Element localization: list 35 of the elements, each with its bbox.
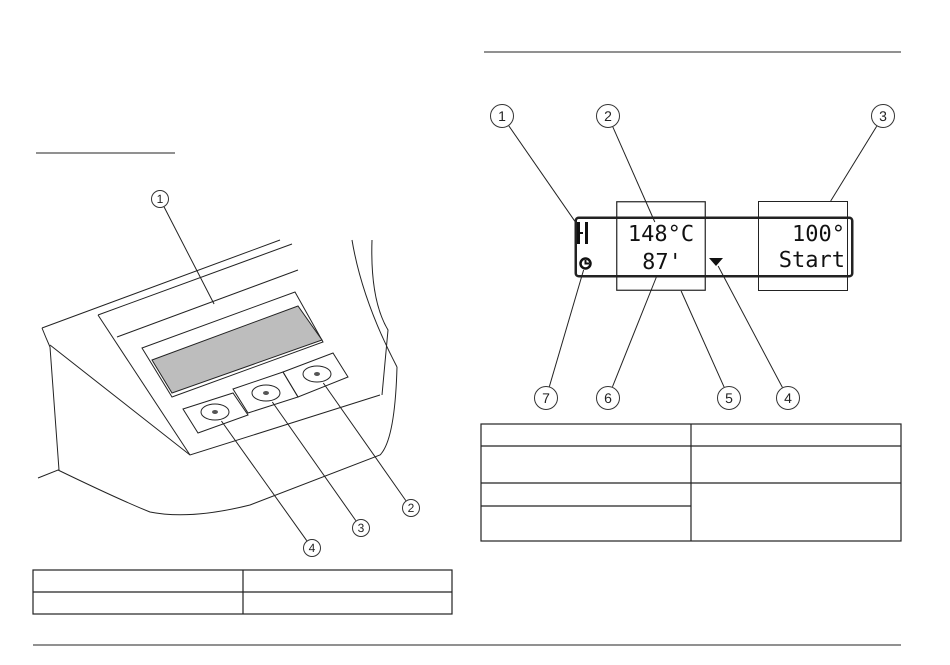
push-button xyxy=(200,403,230,421)
leader-line xyxy=(164,206,215,304)
callout-number: 1 xyxy=(151,190,169,208)
leader-line xyxy=(612,276,658,388)
lcd-display xyxy=(575,217,853,277)
display-readout: 100° xyxy=(792,222,845,248)
leader-line xyxy=(718,266,783,388)
callout-number: 1 xyxy=(490,104,514,128)
leader-line xyxy=(680,290,725,388)
callout-number: 4 xyxy=(776,386,800,410)
clock-icon xyxy=(579,257,592,270)
push-button xyxy=(302,365,332,383)
highlight-frame xyxy=(616,201,706,291)
indicator-arrow-icon xyxy=(709,258,723,266)
leader-line xyxy=(548,270,584,387)
leader-line xyxy=(272,402,356,522)
display-readout: Start xyxy=(778,248,845,274)
display-readout: 87' xyxy=(636,250,688,276)
callout-number: 3 xyxy=(871,104,895,128)
callout-number: 7 xyxy=(534,386,558,410)
callout-number: 3 xyxy=(352,519,370,537)
callout-number: 2 xyxy=(596,104,620,128)
leader-line xyxy=(322,382,406,502)
callout-number: 2 xyxy=(402,499,420,517)
leader-line xyxy=(830,126,878,202)
push-button xyxy=(251,384,281,402)
display-screen xyxy=(150,304,325,395)
highlight-frame xyxy=(758,201,848,291)
callout-number: 5 xyxy=(717,386,741,410)
leader-line xyxy=(220,420,308,542)
leader-line xyxy=(612,126,656,222)
callout-number: 6 xyxy=(596,386,620,410)
status-icon xyxy=(577,222,589,244)
callout-number: 4 xyxy=(303,539,321,557)
display-readout: 148°C xyxy=(618,222,704,250)
